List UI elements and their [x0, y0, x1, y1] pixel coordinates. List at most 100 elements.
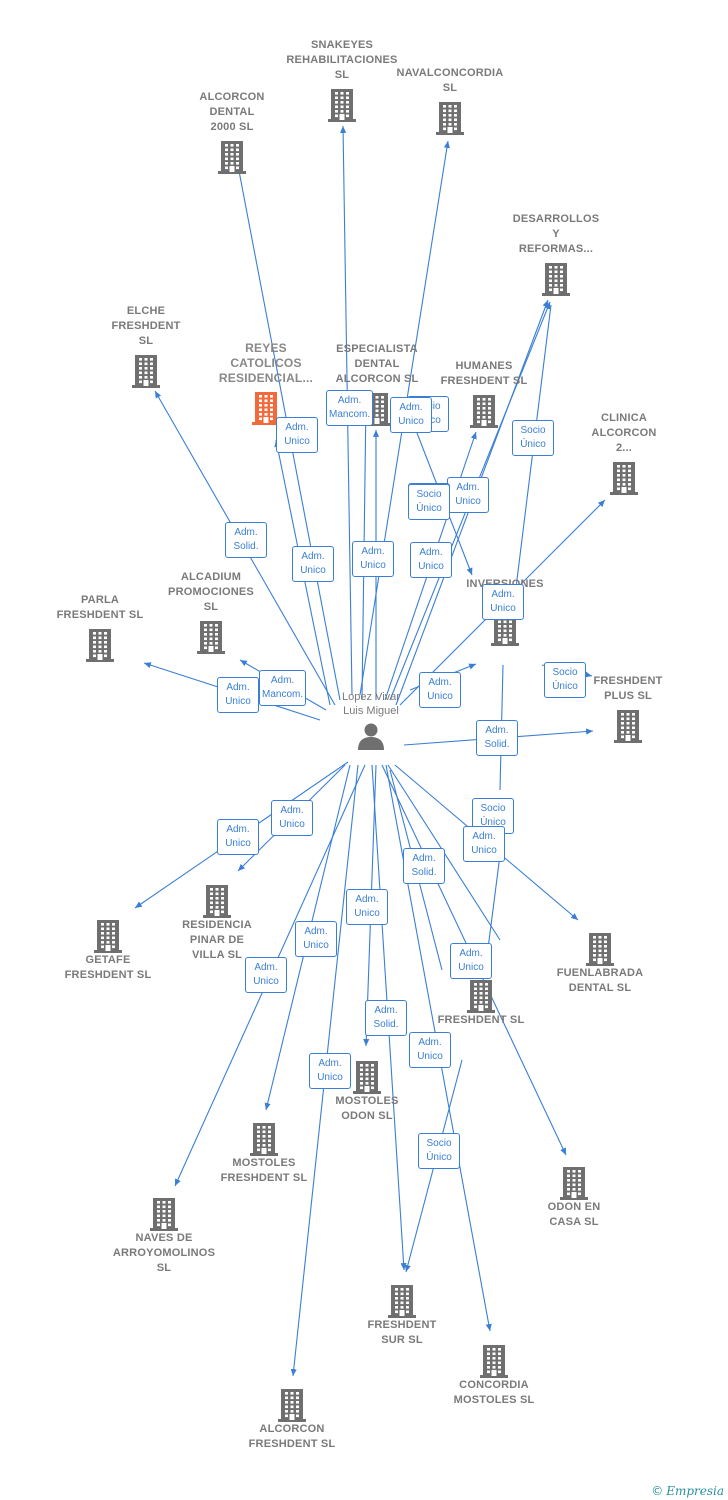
person-node[interactable]: Lopez Vivar Luis Miguel: [311, 690, 431, 751]
role-label-line: Único: [520, 439, 546, 450]
company-label-line: RESIDENCIA: [182, 919, 252, 931]
role-label-line: Adm.: [304, 926, 328, 937]
role-badge[interactable]: Adm.Unico: [245, 957, 287, 993]
role-badge[interactable]: Adm.Unico: [276, 417, 318, 453]
role-label-line: Adm.: [270, 675, 295, 686]
role-label-line: Adm.: [412, 853, 436, 864]
role-label-line: Único: [552, 681, 578, 692]
role-label-line: Solid.: [484, 739, 510, 750]
role-label-line: Unico: [471, 845, 497, 856]
company-label-line: ALCORCON SL: [335, 373, 419, 385]
company-label-line: SL: [138, 335, 154, 347]
brand-footer[interactable]: ©Empresia: [651, 1484, 724, 1498]
company-label-line: FRESHDENT SL: [220, 1172, 308, 1184]
role-badge[interactable]: Adm.Mancom.: [326, 390, 374, 426]
role-badge[interactable]: Adm.Unico: [295, 921, 337, 957]
role-label-line: Unico: [490, 603, 516, 614]
role-badge[interactable]: Adm.Unico: [309, 1053, 351, 1089]
role-badge[interactable]: Adm.Solid.: [225, 522, 267, 558]
company-node-freshdent[interactable]: FRESHDENT SL: [416, 975, 546, 1028]
role-label-line: Adm.: [355, 894, 379, 905]
role-badge[interactable]: Adm.Solid.: [365, 1000, 407, 1036]
company-label-line: Y: [552, 228, 560, 240]
company-node-mostoles-freshdent[interactable]: MOSTOLES FRESHDENT SL: [199, 1118, 329, 1186]
company-label-line: NAVALCONCORDIA: [396, 67, 504, 79]
role-badge[interactable]: Adm.Unico: [447, 477, 489, 513]
role-label-line: Adm.: [226, 824, 250, 835]
role-label-line: Adm.: [399, 402, 423, 413]
company-label-line: CONCORDIA: [459, 1379, 529, 1391]
role-label-line: Mancom.: [262, 689, 304, 700]
role-badge[interactable]: Adm. Solid.: [476, 720, 518, 756]
company-label-line: NAVES DE: [135, 1232, 193, 1244]
role-label-line: Adm.: [485, 725, 509, 736]
role-badge[interactable]: Adm.Solid.: [403, 848, 445, 884]
role-label-line: Unico: [225, 838, 251, 849]
role-label-line: Adm.: [337, 395, 362, 406]
company-label-line: DESARROLLOS: [512, 213, 600, 225]
role-badge[interactable]: Adm.Unico: [409, 1032, 451, 1068]
role-badge[interactable]: Adm.Unico: [482, 584, 524, 620]
role-label-line: Adm.: [254, 962, 278, 973]
building-icon: [218, 141, 246, 174]
role-badge[interactable]: Adm.Unico: [346, 889, 388, 925]
company-label-line: DENTAL SL: [568, 982, 632, 994]
company-label-line: MOSTOLES: [232, 1157, 296, 1169]
company-label-line: ALCORCON: [591, 427, 657, 439]
company-node-navalconcordia[interactable]: NAVALCONCORDIA SL: [385, 66, 515, 135]
role-badge[interactable]: Adm.Unico: [352, 541, 394, 577]
role-badge[interactable]: Adm.Unico: [292, 546, 334, 582]
role-label-line: Unico: [417, 1051, 443, 1062]
company-label-line: REFORMAS...: [518, 243, 594, 255]
company-label-line: FUENLABRADA: [556, 967, 644, 979]
building-icon: [197, 621, 225, 654]
company-node-desarrollos[interactable]: DESARROLLOS Y REFORMAS...: [491, 212, 621, 296]
role-badge[interactable]: Adm.Unico: [390, 397, 432, 433]
company-label-line: PARLA: [80, 594, 120, 606]
company-node-fuenlabrada[interactable]: FUENLABRADA DENTAL SL: [535, 928, 665, 996]
company-node-concordia[interactable]: CONCORDIA MOSTOLES SL: [429, 1340, 559, 1408]
company-label-line: SL: [442, 82, 458, 94]
company-label-line: SNAKEYES: [310, 39, 374, 51]
role-badge[interactable]: Adm.Unico: [450, 943, 492, 979]
company-label-line: RESIDENCIAL...: [218, 371, 314, 385]
person-icon: [358, 723, 384, 750]
company-label-line: DENTAL: [209, 106, 255, 118]
role-badge[interactable]: Adm.Unico: [217, 677, 259, 713]
company-label-line: VILLA SL: [191, 949, 243, 961]
building-icon: [610, 462, 638, 495]
building-icon: [86, 629, 114, 662]
role-badge[interactable]: Adm.Unico: [419, 672, 461, 708]
building-icon: [150, 1198, 178, 1231]
company-label-line: MOSTOLES: [335, 1095, 399, 1107]
building-icon: [353, 1061, 381, 1094]
role-badge[interactable]: Adm. Unico: [217, 819, 259, 855]
role-badge[interactable]: Adm.Unico: [271, 800, 313, 836]
company-label-line: GETAFE: [85, 954, 131, 966]
role-badge[interactable]: Adm.Unico: [410, 542, 452, 578]
company-label-line: MOSTOLES SL: [453, 1394, 535, 1406]
role-badge[interactable]: Adm. Mancom.: [259, 670, 307, 706]
role-badge[interactable]: Adm.Unico: [463, 826, 505, 862]
role-label-line: Unico: [225, 696, 251, 707]
